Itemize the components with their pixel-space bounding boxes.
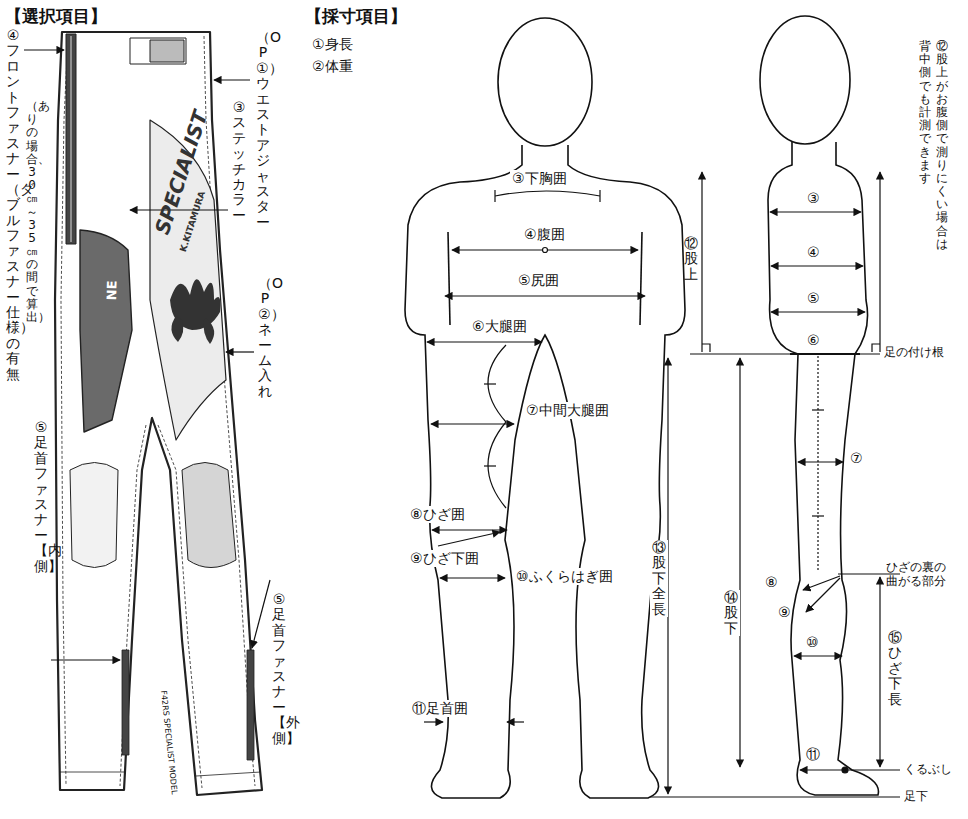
side-measure-lines — [650, 172, 900, 797]
measure-label: 足の付け根 — [884, 345, 944, 359]
measure-label: ⑨ — [778, 604, 791, 621]
print-text: NE — [104, 280, 120, 300]
callout-text: （OP①）ウエストアジャスター — [256, 30, 270, 230]
measure-label: ⑨ひざ下囲 — [408, 550, 481, 567]
measure-label: ⑫股上 — [684, 236, 698, 282]
callout-text: ④フロントファスナー（ダブルファスナー仕様）の有無 — [6, 28, 20, 382]
measure-label: ⑮ひざ下長 — [886, 630, 904, 707]
measure-label: ②体重 — [312, 58, 353, 75]
measure-label: ⑭股下 — [722, 590, 740, 636]
measure-label: ⑬股下全長 — [650, 540, 668, 617]
measure-label: ⑫股上がお腹側で測りにくい場合は — [936, 40, 948, 251]
measure-label: ③下胸囲 — [510, 170, 569, 187]
wetsuit-pants — [55, 32, 262, 795]
section-heading: 【選択項目】 — [5, 6, 107, 26]
measure-label: くるぶし — [904, 762, 952, 776]
callout-text: ③ステッチカラー — [232, 100, 246, 223]
measure-label: ⑧ひざ囲 — [408, 506, 467, 523]
measure-label: 背中側でも計測できます — [919, 40, 931, 185]
measure-label: ひざの裏の曲がる部分 — [886, 560, 952, 589]
measure-label: ⑩ふくらはぎ囲 — [514, 568, 615, 585]
section-heading: 【採寸項目】 — [305, 6, 407, 26]
side-body — [760, 16, 878, 795]
leader-lines — [24, 50, 270, 660]
measure-label: ⑪ — [806, 746, 820, 763]
front-measure-lines — [424, 190, 645, 722]
measure-label: ⑪足首囲 — [410, 700, 470, 717]
callout-text: ⑤足首ファスナー【内側】 — [34, 420, 48, 574]
measure-label: ①身長 — [312, 36, 353, 53]
measure-label: ⑤ — [807, 290, 820, 307]
measure-label: 足下 — [904, 789, 928, 803]
measure-label: ③ — [807, 190, 820, 207]
measure-label: ⑩ — [806, 634, 819, 651]
front-body — [405, 18, 685, 798]
callout-text: （OP②）ネーム入れ — [258, 276, 272, 399]
measure-label: ⑥大腿囲 — [470, 318, 529, 335]
callout-note: （ありの場合、30㎝～35㎝の間で算出） — [26, 100, 38, 324]
measure-label: ⑦ — [850, 450, 863, 467]
measure-label: ⑥ — [807, 332, 820, 349]
measure-label: ④ — [807, 244, 820, 261]
measure-label: ④腹囲 — [522, 226, 567, 243]
measure-label: ⑦中間大腿囲 — [524, 402, 611, 419]
measure-label: ⑤尻囲 — [516, 272, 561, 289]
print-text: F42RS SPECIALIST MODEL — [158, 690, 178, 795]
measure-label: ⑧ — [765, 574, 778, 591]
callout-text: ⑤足首ファスナー【外側】 — [272, 592, 286, 746]
